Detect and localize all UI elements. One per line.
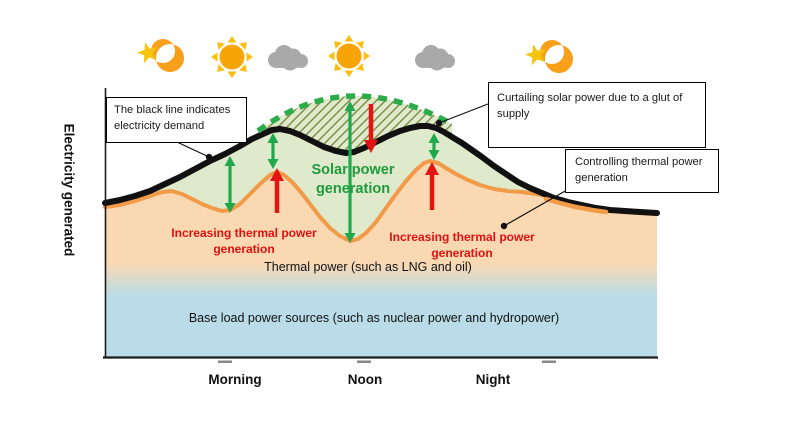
thermal-and-base-area: [105, 161, 657, 358]
increase-thermal-label-evening: Increasing thermal power generation: [389, 230, 535, 260]
night-icon: [525, 40, 574, 74]
increase-thermal-arrow-morning: [270, 168, 284, 213]
solar-span-arrow-morning: [224, 156, 236, 213]
x-label-noon: Noon: [347, 372, 383, 387]
electricity-demand-line: [102, 123, 660, 216]
x-label-night: Night: [475, 372, 511, 387]
cloud-icon: [415, 45, 455, 71]
callout-leaders: [176, 103, 568, 230]
cloud-icon: [268, 45, 308, 71]
x-axis-ticks: [218, 360, 556, 363]
thermal-band-label: Thermal power (such as LNG and oil): [264, 260, 472, 274]
solar-span-arrow-evening: [428, 133, 440, 160]
potential-solar-dashed-line: [256, 93, 454, 134]
solar-generation-label: Solar power generation: [311, 162, 395, 197]
base-load-band-label: Base load power sources (such as nuclear…: [188, 311, 560, 325]
increase-thermal-arrow-evening: [425, 162, 439, 210]
solar-area: [105, 126, 657, 241]
curtail-callout: Curtailing solar power due to a glut of …: [488, 82, 706, 148]
thermal-power-line: [103, 159, 659, 243]
solar-span-arrow-noon: [344, 101, 356, 243]
night-icon: [137, 39, 185, 72]
control-callout: Controlling thermal power generation: [565, 149, 719, 193]
y-axis-label: Electricity generated: [61, 123, 77, 257]
x-label-morning: Morning: [208, 372, 262, 387]
sun-icon: [328, 35, 370, 77]
demand-callout: The black line indicates electricity dem…: [106, 97, 247, 143]
sun-icon: [211, 36, 253, 78]
controlled-thermal-segment: [543, 196, 609, 215]
solar-span-arrow-morning-peak: [267, 133, 279, 169]
curtail-solar-arrow: [364, 104, 378, 153]
increase-thermal-label-morning: Increasing thermal power generation: [171, 226, 317, 256]
curtailed-solar-area: [258, 96, 452, 153]
